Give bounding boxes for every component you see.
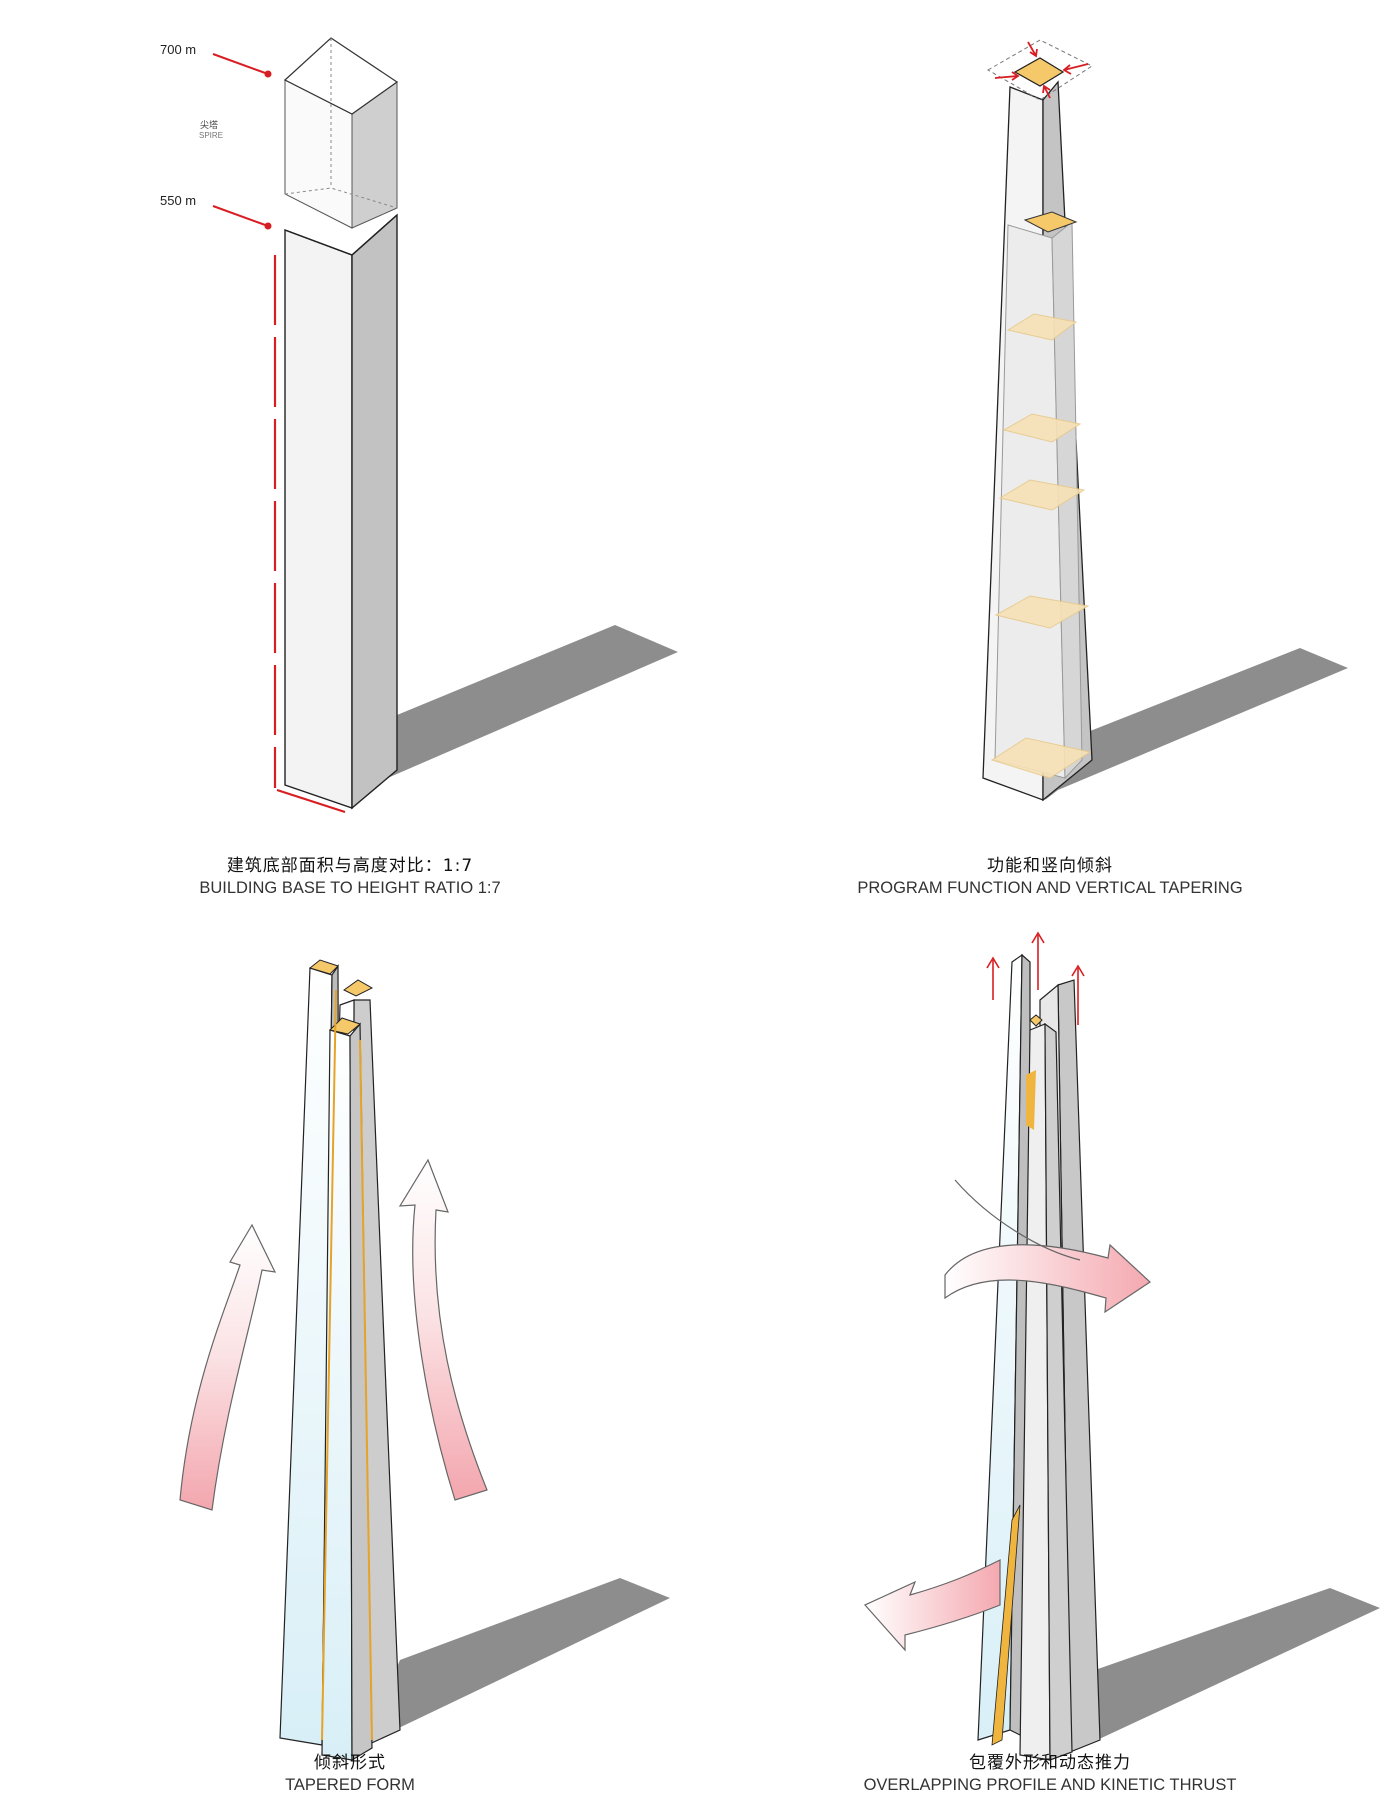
inward-arrow-icon xyxy=(994,41,1089,99)
curved-arrow-icon xyxy=(179,1223,277,1511)
caption-panel-4: 包覆外形和动态推力 OVERLAPPING PROFILE AND KINETI… xyxy=(700,1748,1400,1795)
caption-panel-4-cn: 包覆外形和动态推力 xyxy=(969,1753,1131,1773)
program-floor-bands xyxy=(990,313,1092,779)
tower-left-face xyxy=(284,228,353,809)
tower-shadow xyxy=(350,625,678,800)
curved-arrow-icon xyxy=(864,1559,1001,1652)
program-core-glimpse xyxy=(1026,1070,1036,1130)
dimension-marker-icon xyxy=(212,53,272,230)
caption-panel-3: 倾斜形式 TAPERED FORM xyxy=(0,1748,700,1795)
label-spire-en: SPIRE xyxy=(199,131,224,140)
caption-panel-4-en: OVERLAPPING PROFILE AND KINETIC THRUST xyxy=(863,1776,1237,1794)
tower-shadow xyxy=(1045,648,1348,800)
tower-top-block xyxy=(1013,57,1065,87)
panel-4-overlapping-tower xyxy=(864,931,1380,1761)
spire-top-face xyxy=(283,37,399,115)
caption-panel-2-cn: 功能和竖向倾斜 xyxy=(987,856,1113,876)
tower-shadow xyxy=(365,1578,670,1740)
curved-arrow-icon xyxy=(398,1158,488,1501)
caption-panel-3-cn: 倾斜形式 xyxy=(314,1753,386,1773)
caption-panel-1-cn: 建筑底部面积与高度对比：1:7 xyxy=(226,856,474,876)
label-700m: 700 m xyxy=(160,42,197,57)
base-dimension-line xyxy=(276,788,346,814)
label-spire-cn: 尖塔 xyxy=(200,121,219,131)
panel-1-block-tower xyxy=(212,37,678,814)
tower-shadow xyxy=(1060,1588,1380,1750)
up-arrow-icon xyxy=(986,931,1085,1025)
program-top-cap xyxy=(1023,211,1078,233)
curved-arrow-icon xyxy=(944,1243,1151,1314)
caption-panel-3-en: TAPERED FORM xyxy=(285,1776,415,1794)
caption-panel-2-en: PROGRAM FUNCTION AND VERTICAL TAPERING xyxy=(857,879,1243,897)
tower-right-face xyxy=(351,213,398,810)
label-550m: 550 m xyxy=(160,193,197,208)
panel-2-program-tower xyxy=(982,39,1348,802)
caption-panel-1-en: BUILDING BASE TO HEIGHT RATIO 1:7 xyxy=(199,879,501,897)
caption-panel-1: 建筑底部面积与高度对比：1:7 BUILDING BASE TO HEIGHT … xyxy=(0,851,700,898)
caption-panel-2: 功能和竖向倾斜 PROGRAM FUNCTION AND VERTICAL TA… xyxy=(700,851,1400,898)
panel-3-tapered-tower xyxy=(179,959,670,1762)
